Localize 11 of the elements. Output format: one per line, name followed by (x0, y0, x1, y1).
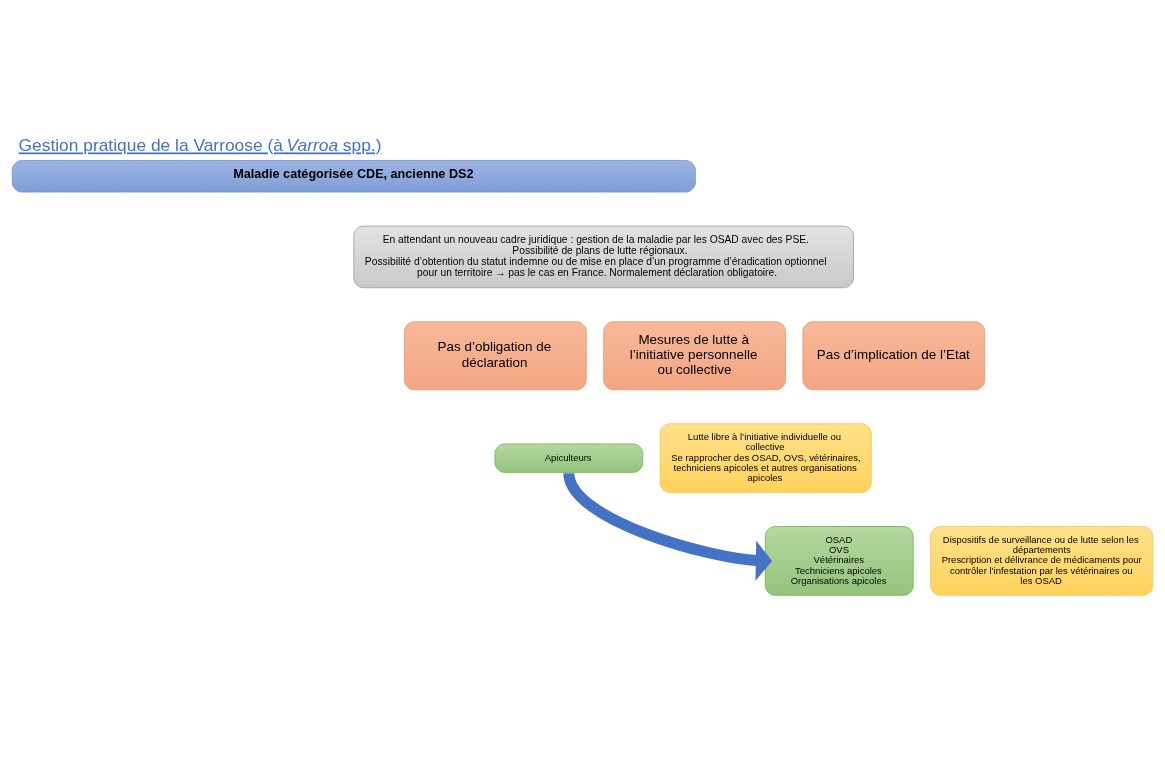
node-box: En attendant un nouveau cadre juridique : gestion de la maladie par les OSAD avec des PSE. Possibilité de plans de lutte régionaux. Possibilité d’obtention du statut indemne ou de mise en place d’un programme d’éradication optionnel pour un territoire → pas le cas en France. Normalement déclaration obligatoire. (353, 225, 854, 289)
node-box: Maladie catégorisée CDE, ancienne DS2 (11, 160, 696, 193)
node-box: OSAD OVS Vétérinaires Techniciens apicoles Organisations apicoles (764, 526, 914, 596)
node-box: Pas d’implication de l’Etat (802, 321, 986, 391)
diagram-title: Gestion pratique de la Varroose (à Varroa spp.) (18, 135, 382, 156)
node-box: Pas d’obligation de déclaration (404, 321, 587, 391)
node-box: Lutte libre à l’initiative individuelle ou collective Se rapprocher des OSAD, OVS, vétérinaires, techniciens apicoles et autres organisations apicoles (659, 423, 872, 493)
node-box: Mesures de lutte à l’initiative personnelle ou collective (603, 321, 786, 391)
arrow (563, 471, 773, 581)
node-box: Dispositifs de surveillance ou de lutte selon les départements Prescription et délivrance de médicaments pour contrôler l’infestation par les vétérinaires ou les OSAD (930, 526, 1154, 596)
node-box: Apiculteurs (494, 443, 644, 473)
